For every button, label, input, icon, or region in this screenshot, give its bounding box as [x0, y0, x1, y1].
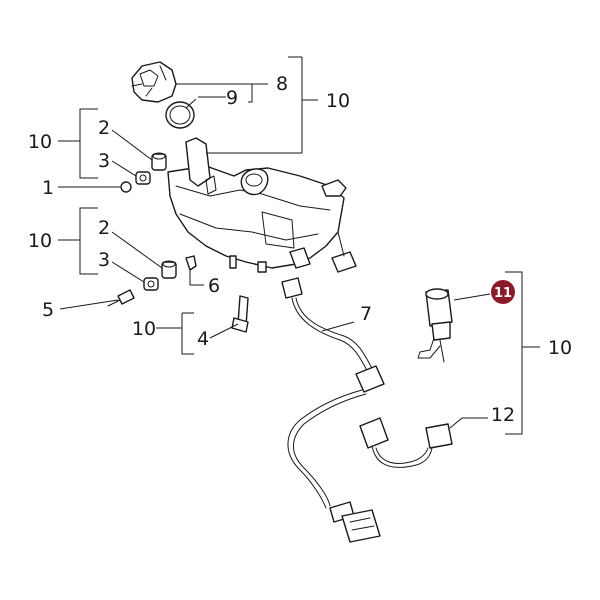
label-3-lower: 3	[98, 249, 110, 271]
label-7: 7	[360, 303, 372, 325]
plug-lower[interactable]	[143, 277, 159, 291]
cap-small-1[interactable]	[120, 181, 132, 193]
label-4: 4	[197, 328, 209, 350]
washer-pump[interactable]	[417, 288, 453, 363]
plug-upper[interactable]	[135, 171, 151, 185]
label-10-top: 10	[326, 90, 350, 112]
label-11: 11	[494, 286, 512, 301]
seal-ring[interactable]	[165, 101, 195, 129]
label-10-right: 10	[548, 337, 572, 359]
grommet-upper[interactable]	[151, 152, 167, 171]
label-2-lower: 2	[98, 217, 110, 239]
label-8: 8	[276, 73, 288, 95]
level-sensor[interactable]	[231, 295, 249, 333]
label-10-upper-left: 10	[28, 131, 52, 153]
label-10-lower-left: 10	[132, 318, 156, 340]
label-11-badge: 11	[491, 280, 515, 304]
label-12: 12	[491, 404, 515, 426]
label-9: 9	[226, 87, 238, 109]
label-3-upper: 3	[98, 150, 110, 172]
label-5: 5	[42, 299, 54, 321]
label-1: 1	[42, 177, 54, 199]
elbow-fitting[interactable]	[185, 255, 197, 271]
label-6: 6	[208, 275, 220, 297]
screw[interactable]	[107, 289, 135, 307]
grommet-lower[interactable]	[161, 260, 177, 279]
filler-cap[interactable]	[131, 61, 177, 103]
wiring-harness[interactable]	[281, 277, 385, 543]
pump-wiring[interactable]	[359, 417, 453, 468]
washer-reservoir[interactable]	[167, 137, 357, 273]
label-10-mid-left: 10	[28, 230, 52, 252]
label-2-upper: 2	[98, 117, 110, 139]
